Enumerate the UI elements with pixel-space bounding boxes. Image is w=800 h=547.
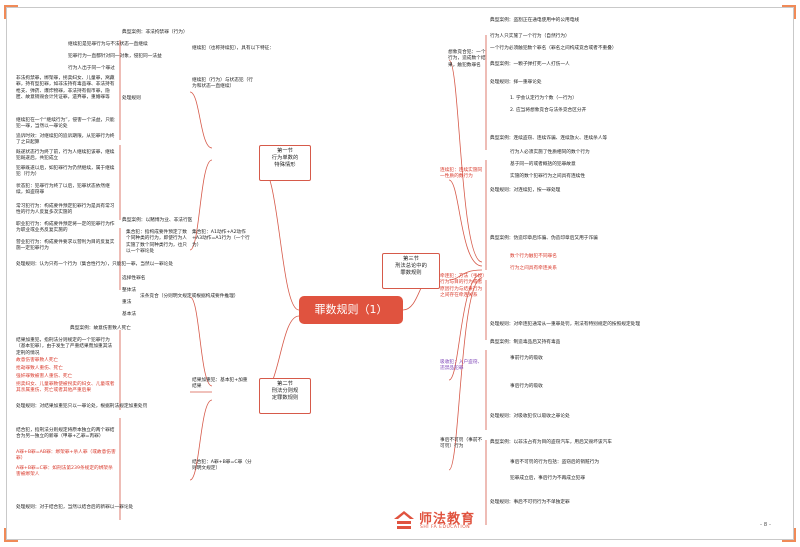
link-s1-collective [189,159,213,251]
s3-unpunished-label: 事后不可罚（事前不可罚）行为 [440,438,483,450]
s3-unpunished-typical: 典型案例：以非法占有为目的盗窃汽车，用后又毁坏该汽车 [490,440,612,445]
s2-aggravated-def: 结果加重犯，指刑法分则规定的一个犯罪行为（基本犯罪），由于发生了严重结果而加重其… [16,338,113,356]
s2-aggravated-item: 故意伤害罪致人死亡 [16,358,59,363]
s2-compete-item: 重法 [122,300,132,305]
s2-compete-item: 选择性罪名 [122,276,146,281]
central-topic: 罪数规则（1） [299,296,403,324]
s2-aggravated-item: 强奸罪致被害人重伤、死亡 [16,374,73,379]
s3-imaginary-item: 行为人只实施了一个行为（自然行为） [490,34,570,39]
s3-imaginary-item: 一个行为必须触犯数个罪名（罪名之间构成竞合或者不重叠） [490,46,617,51]
section-2-box: 第二节 刑法分则规 定罪数规则 [259,378,311,414]
s3-continuous-item: 实施的数个犯罪行为之间具有连续性 [510,174,586,179]
link-s2-combined [189,399,213,481]
s2-aggravated-item: 拐卖妇女、儿童罪致使被拐卖的妇女、儿童或者其亲属重伤、死亡或者其他严重后果 [16,382,115,394]
s3-absorbed-item: 事后行为的吸收 [510,384,543,389]
corner-mark [782,528,796,542]
s2-combined-rule: 处理规则：对于结合犯，当然以结合后的新罪以一罪论处 [16,505,134,510]
s3-absorb-item: 行为之间具有牵连关系 [510,266,557,271]
s3-continuous-item: 基于同一的或者概括的犯罪故意 [510,162,576,167]
s1-continuing-item: 继续犯是犯罪行为与不法状态一直继续 [68,42,148,47]
s1-typical: 典型案例：非法拘禁罪（行为） [122,30,188,35]
s3-absorbed-label: 吸收犯：入户盗窃、违禁品犯罪 [440,360,483,372]
s1-continuing-item: 犯罪行为一直都针对同一对象，侵犯同一法益 [68,54,162,59]
brand-name: 师法教育 [419,512,476,527]
s3-unpunished-item: 事后不可罚的行为包括：盗窃后的销赃行为 [510,460,600,465]
s3-absorb-rule: 处理规则：对牵连犯通常从一重罪处罚，刑法有特别规定的按照规定处理 [490,322,641,327]
link-s3-continuous [448,179,483,267]
s3-imaginary-rule: 处理规则：择一重罪论处 [490,80,542,85]
s1-collective-label: 集合犯：A1动作+A2动作+A3动作=A1行为（一个行为） [192,230,250,248]
s3-absorbed-rule: 处理规则：对吸收犯仅以吸收之罪论处 [490,414,570,419]
page-frame [6,7,794,540]
s3-continuous-typical: 典型案例：连续盗窃、连续诈骗、连续放火、连续杀人等 [490,136,608,141]
section-1-box: 第一节 行为单数的 特殊情形 [259,145,311,181]
s1-collective-desc: 集合犯：指构成要件预定了数个同种类的行为，即使行为人实施了数个同种类行为，也只以… [126,230,187,255]
s1-rule: 既遂状态行为终了前，行为人继续犯该罪，继续犯既遂后，共犯成立 [16,150,115,162]
s2-compete-label: 法条竞合（分则明文规定或根据构成要件推理） [140,294,239,299]
s3-unpunished-rule: 处理规则：事后不可罚行为不单独定罪 [490,500,570,505]
link-s1-continuing [189,91,213,149]
corner-mark [4,5,18,19]
s3-absorbed-item: 事前行为的吸收 [510,356,543,361]
s1-rule: 继续犯在一个“继续行为”，侵害一个法益，只能犯一罪，当然以一罪论处 [16,118,115,130]
s1-continuing-item: 行为人出于同一个罪过 [68,66,115,71]
corner-mark [782,5,796,19]
s3-continuous-rule: 处理规则：对连续犯，按一罪处理 [490,188,561,193]
page-number: - 8 - [760,522,771,528]
s2-aggravated-typical: 典型案例：故意伤害致人死亡 [70,326,131,331]
s3-imaginary-point: 1. 学会认定行为个数（一行为） [510,96,577,101]
s1-rule: 犯罪既遂以后，如犯罪行为仍然继续，属于继续犯（行为） [16,166,115,178]
s3-continuous-item: 行为人必须实施了性质相同的数个行为 [510,150,590,155]
s2-compete-item: 基本法 [122,312,137,317]
s2-aggravated-item: 抢劫罪致人重伤、死亡 [16,366,63,371]
link-s3-absorbed [448,273,483,381]
link-s3-imaginary [448,59,483,263]
brand-mark-icon [394,511,414,529]
s3-absorb-typical: 典型案例：伪造印章后诈骗、伪造印章后又用于诈骗 [490,236,598,241]
section-3-box: 第三节 刑法总论中的 罪数规则 [382,253,440,289]
s2-combined-def: 结合犯，指刑法分则规定将原本独立的两个罪结合为另一独立的新罪（甲罪+乙罪=丙罪） [16,428,115,440]
s3-unpunished-item: 犯罪成立后，事后行为不再成立犯罪 [510,476,586,481]
s2-combined-item: A罪+B罪=C罪：如刑法第239条规定的绑架杀害被绑架人 [16,466,113,478]
s3-absorb-item: 数个行为触犯不同罪名 [510,254,557,259]
link-central-s1 [258,162,300,311]
s3-imaginary-point: 2. 应当将想象竞合与法条竞合区分开 [510,108,587,113]
s1-typical-collective: 典型案例：以赌博为业、非法行医 [122,218,193,223]
corner-mark [4,528,18,542]
s1-continuing-label: 继续犯（也称持续犯），具有以下特征： [192,46,275,51]
s3-continuous-label: 连续犯：连续实施同一性质的数行为 [440,168,483,180]
s3-imaginary-typical2: 典型案例：一颗子弹打死一人打伤一人 [490,62,570,67]
brand-subtitle: SHI FA EDUCATION [420,525,471,530]
link-s3-absorb [448,269,483,281]
s3-absorb-label: 牵连犯：方法（手段）行为与目的行为或者原因行为与结果行为之间存在牵连关系 [440,274,485,299]
s1-continuing-crimes: 非法拘禁罪，绑架罪，拐卖妇女、儿童罪，窝藏罪，持有型犯罪，如非法持有毒品罪、非法… [16,76,115,101]
s3-imaginary-label: 想象竞合犯：一个行为，造成数个结果，触犯数罪名 [448,50,486,68]
s1-habitual: 常习犯行为：构成要件预定犯罪行为是具有常习性的行为人反复多次实施的 [16,204,115,216]
s1-state-label: 继续犯（行为）与状态犯（行为和状态一直继续） [192,78,253,90]
s1-rule: 追诉时效：对继续犯的追诉期限，从犯罪行为终了之日起算 [16,134,115,146]
s2-compete-item: 整体法 [122,288,137,293]
link-s2-compete [189,296,213,387]
s2-aggravated-rule: 处理规则：对结果加重犯只以一罪论处，根据刑法规定加重处罚 [16,404,148,409]
s1-rule-label: 处理规则 [122,96,141,101]
s2-combined-item: A罪+B罪=AB罪：绑架罪+杀人罪（或故意伤害罪） [16,450,116,462]
s2-aggravated-label: 结果加重犯：基本犯+加重结果 [192,378,248,390]
s2-combined-label: 结合犯：A罪+B罪=C罪（分则明文规定） [192,460,252,472]
s1-business: 营业犯行为：构成要件要求以营利为目的反复实施一定犯罪行为 [16,240,115,252]
s3-imaginary-typical: 典型案例：盗割正在通电使用中的公用电线 [490,18,580,23]
brand-logo: 师法教育 SHI FA EDUCATION [392,506,514,536]
s3-absorbed-typical: 典型案例：制造毒品后又持有毒品 [490,340,561,345]
s1-professional: 职业犯行为：构成要件预定将一定的犯罪行为作为职业或业务反复实施的 [16,222,115,234]
s1-state-crime: 状态犯：犯罪行为终了以后，犯罪状态依然继续，如盗窃罪 [16,184,110,196]
link-s3-unpunished [448,277,483,471]
s1-collective-rule: 处理规则：认为只有一个行为（集合性行为），只能犯一罪，当然以一罪论处 [16,262,174,267]
